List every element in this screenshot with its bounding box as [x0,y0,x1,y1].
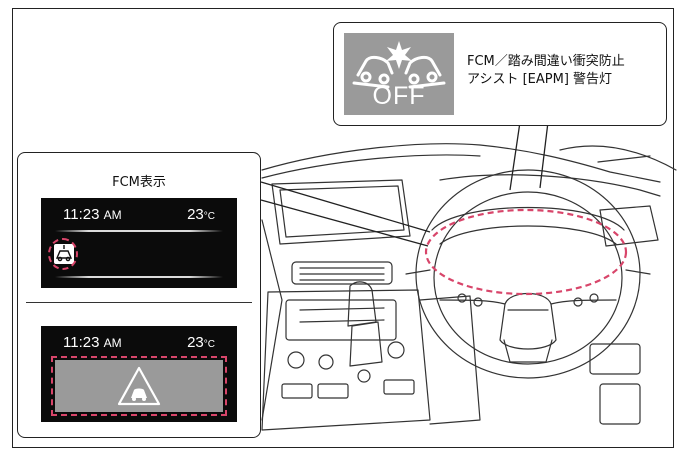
cluster-screen-alert: 11:23 AM 23°C [41,326,237,422]
fcm-display-title: FCM表示 [112,175,166,190]
warning-lamp-label-line1: FCM／踏み間違い衝突防止 [467,54,625,69]
screen-separator [26,302,252,303]
temperature-unit: °C [203,339,215,350]
clock-time: 11:23 [63,206,100,223]
warning-lamp-label-line2: アシスト [EAPM] 警告灯 [467,72,613,87]
temperature-value: 23 [187,206,204,223]
temperature-readout: 23°C [187,206,215,223]
alert-highlight [51,356,227,416]
warning-lamp-callout: OFF FCM／踏み間違い衝突防止 アシスト [EAPM] 警告灯 [333,22,667,126]
clock-ampm: AM [103,208,122,222]
fcm-display-callout: FCM表示 11:23 AM 23°C 11:23 AM [17,152,261,438]
temperature-unit: °C [203,211,215,222]
temperature-value: 23 [187,334,204,351]
temperature-readout: 23°C [187,334,215,351]
clock-readout: 11:23 AM [63,334,122,351]
off-badge: OFF [372,82,426,110]
clock-readout: 11:23 AM [63,206,122,223]
cluster-screen-normal: 11:23 AM 23°C [41,198,237,288]
forward-collision-alert-icon [117,366,161,406]
indicator-highlight [48,238,78,270]
screen-divider-top [55,230,223,232]
collision-warning-off-icon: OFF [344,33,454,115]
clock-ampm: AM [103,336,122,350]
warning-lamp-label: FCM／踏み間違い衝突防止 アシスト [EAPM] 警告灯 [467,53,625,89]
collision-alert-panel [55,360,223,412]
clock-time: 11:23 [63,334,100,351]
screen-divider-bottom [55,276,223,278]
collision-cars-icon [352,41,446,89]
